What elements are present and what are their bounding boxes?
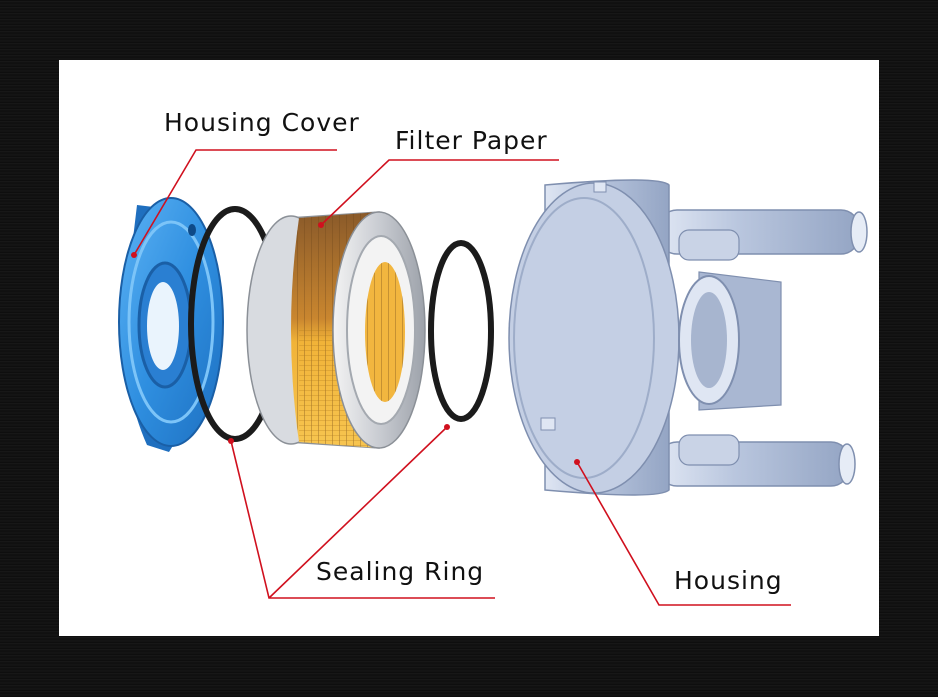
sealing-ring-right-part	[428, 240, 494, 422]
filter-paper-dot	[318, 222, 324, 228]
filter-paper-label: Filter Paper	[395, 126, 548, 155]
filter-paper-leader	[320, 159, 559, 226]
housing-cover-label: Housing Cover	[164, 108, 360, 137]
sealing-ring-leader-right	[268, 426, 448, 599]
filter-paper-part	[246, 211, 426, 449]
sealing-ring-dot-right	[444, 424, 450, 430]
housing-label: Housing	[674, 566, 783, 595]
sealing-ring-dot-left	[228, 438, 234, 444]
housing-part	[508, 179, 868, 496]
leader-lines	[133, 149, 791, 606]
exploded-view-diagram	[118, 149, 868, 606]
housing-cover-dot	[131, 252, 137, 258]
diagram-panel: Housing Cover Filter Paper Sealing Ring …	[59, 60, 879, 636]
housing-cover-leader	[133, 149, 337, 256]
housing-dot	[574, 459, 580, 465]
housing-leader	[576, 461, 791, 606]
sealing-ring-label: Sealing Ring	[316, 557, 485, 586]
